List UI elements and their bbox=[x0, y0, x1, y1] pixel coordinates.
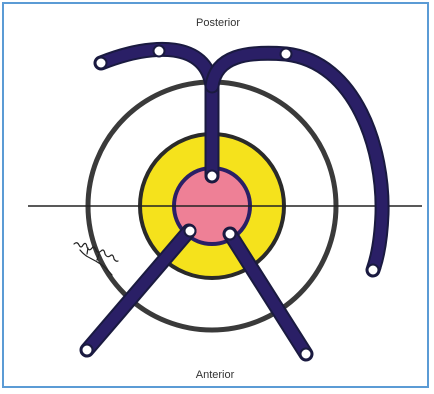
node-posterior-left-end bbox=[96, 58, 107, 69]
diagram-frame: Posterior Anterior bbox=[2, 2, 429, 388]
posterior-label: Posterior bbox=[196, 17, 240, 29]
radial-diagram: Posterior Anterior bbox=[4, 4, 427, 386]
node-anterior-right-end bbox=[301, 349, 312, 360]
node-anterior-left-end bbox=[82, 345, 93, 356]
anterior-label: Anterior bbox=[196, 369, 235, 381]
node-posterior-right-mid bbox=[281, 49, 292, 60]
anterior-left-leg-fill bbox=[87, 231, 189, 350]
node-core-top bbox=[207, 171, 218, 182]
node-core-left bbox=[185, 226, 196, 237]
node-core-right bbox=[225, 229, 236, 240]
node-posterior-right-end bbox=[368, 265, 379, 276]
node-posterior-left-mid bbox=[154, 46, 165, 57]
